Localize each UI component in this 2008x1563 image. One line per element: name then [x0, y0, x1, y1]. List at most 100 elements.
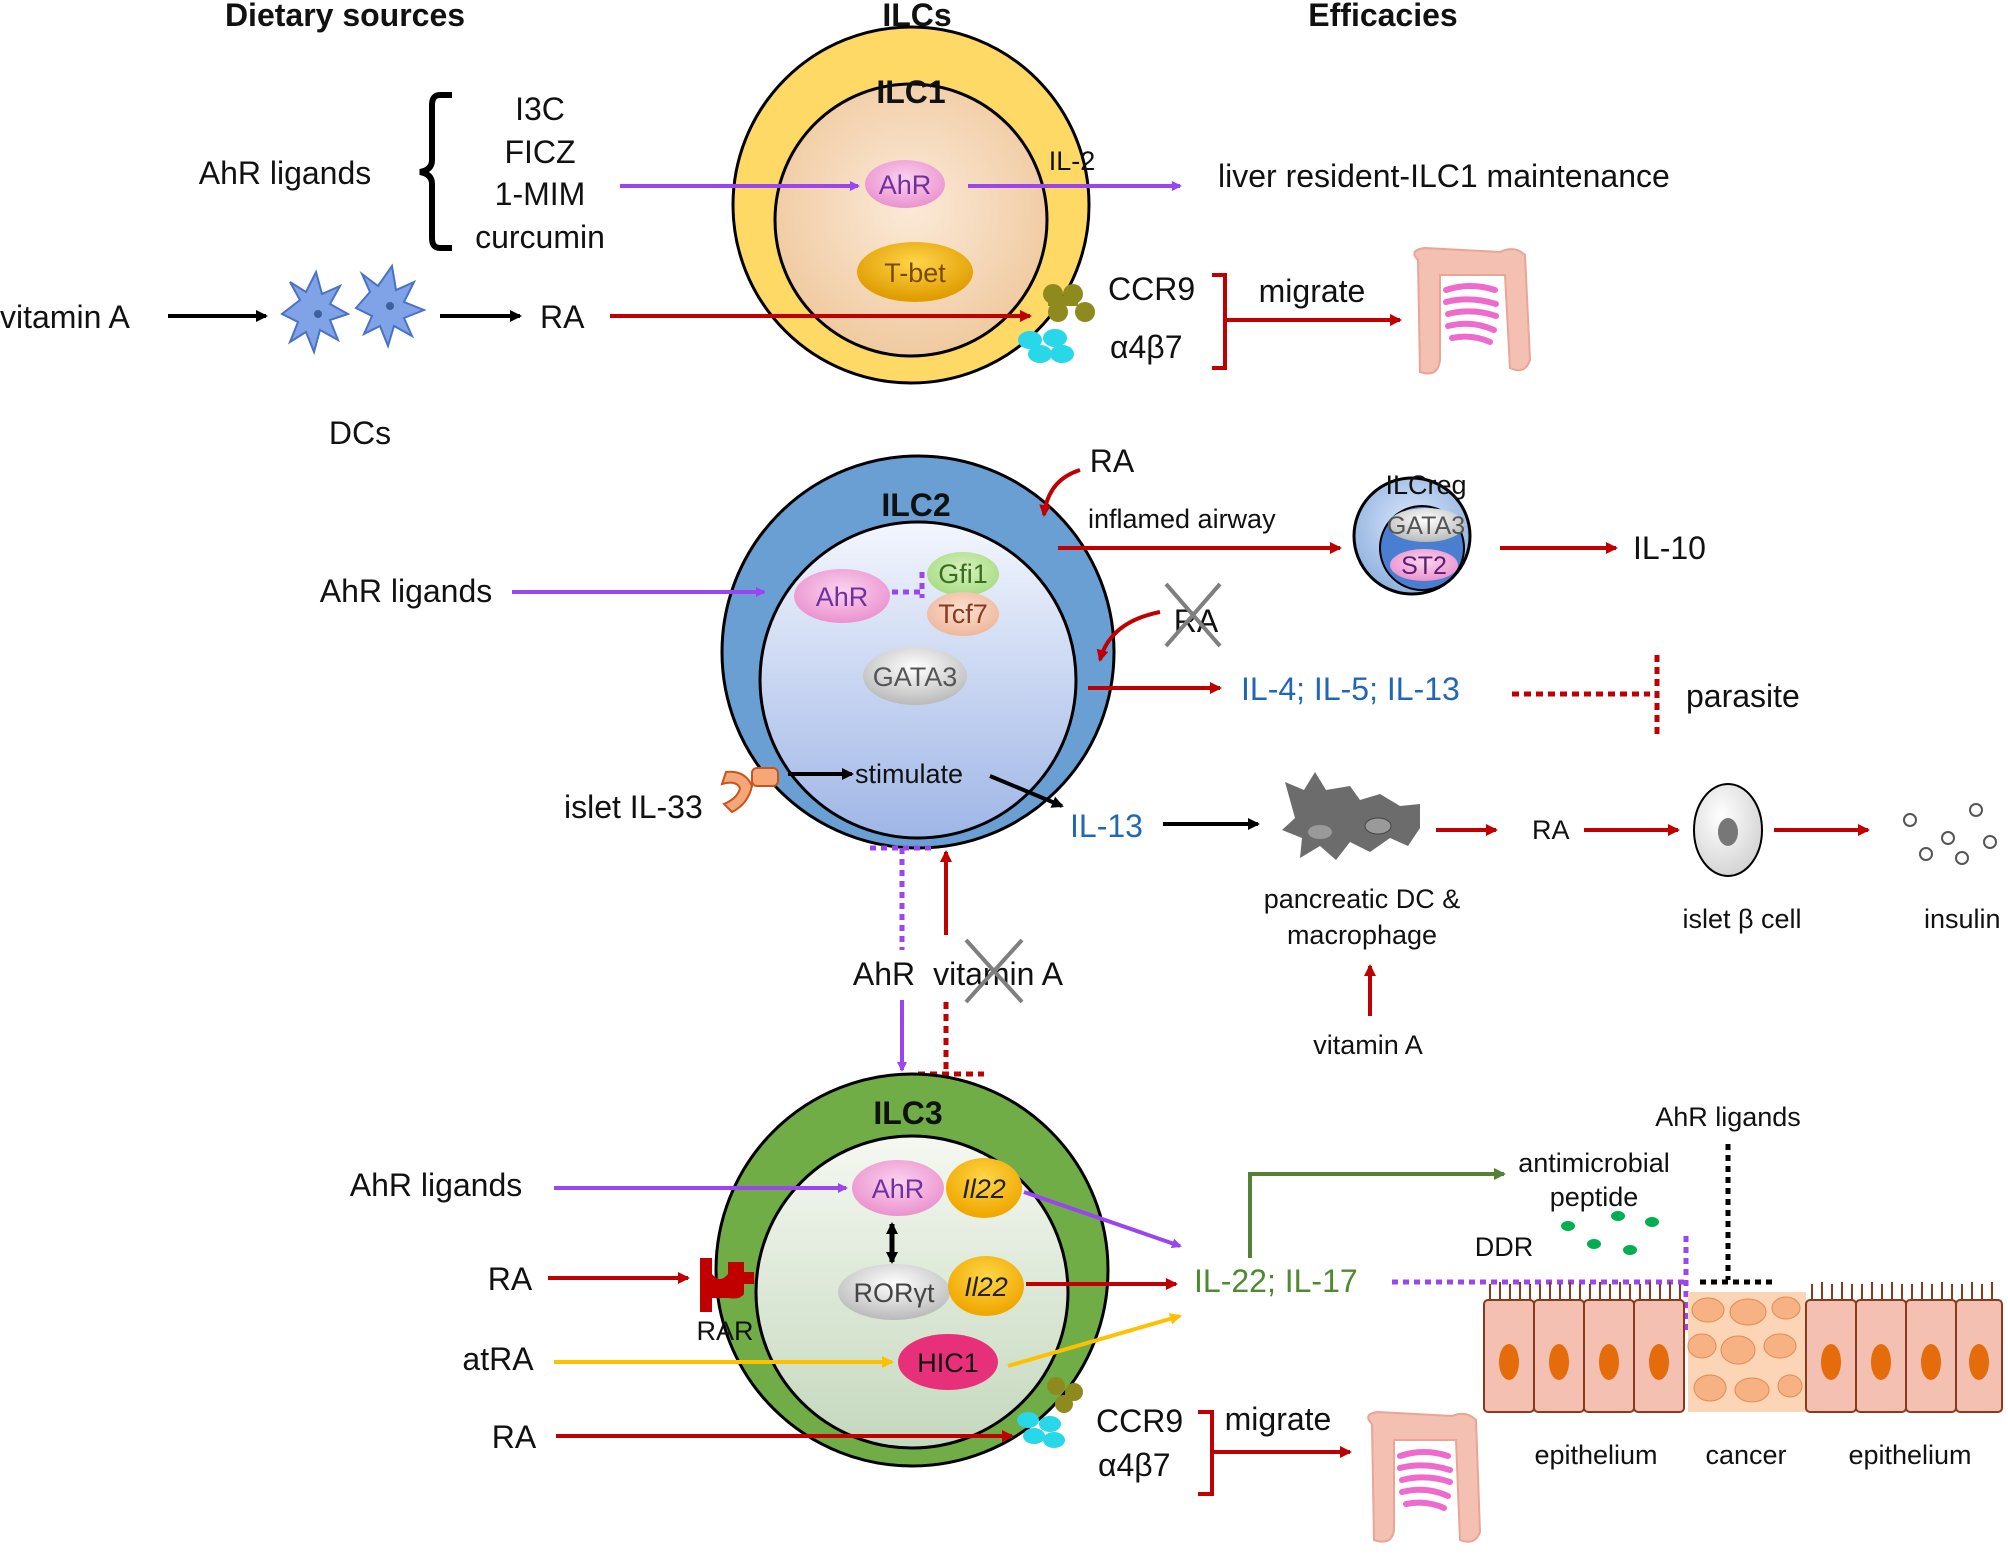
ilc3-intestine-icon	[1367, 1410, 1482, 1543]
ilc1-ligand-ficz: FICZ	[504, 134, 575, 170]
ilc3-migrate-label: migrate	[1225, 1401, 1332, 1437]
ilc3-bracket	[1198, 1410, 1350, 1496]
ilc2-vitamin-a-pancreas-label: vitamin A	[1313, 1030, 1423, 1060]
ilc3-ra-bottom-label: RA	[492, 1419, 537, 1455]
ilc3-ahr-ligands-label: AhR ligands	[350, 1167, 523, 1203]
ilc1-ccr9-receptor-icon	[1043, 284, 1095, 322]
ilc3-peptide-label: peptide	[1550, 1182, 1639, 1212]
ilc3-il22-top-arrow	[1023, 1190, 1182, 1249]
ilc2-title: ILC2	[881, 487, 950, 523]
ilc1-ligand-1mim: 1-MIM	[495, 176, 586, 212]
ilc2-ra-pancreas-label: RA	[1532, 815, 1570, 845]
ilc2-ra-top-arrow	[1039, 468, 1081, 517]
ilc1-dcs-label: DCs	[329, 415, 391, 451]
ilc1-vitamin-a: vitamin A	[0, 299, 130, 335]
ilc2-tcf7-node	[927, 592, 999, 636]
ilc2-ahr-link-label: AhR	[853, 956, 915, 992]
ilc3-rar-label: RAR	[696, 1316, 753, 1346]
ilc2-ahr-ligands-label: AhR ligands	[320, 573, 493, 609]
epithelium-left-label: epithelium	[1534, 1440, 1657, 1470]
ilc2-il10-label: IL-10	[1633, 530, 1706, 566]
ilc1-bracket	[1212, 273, 1400, 370]
ilc2-macrophage-label: macrophage	[1287, 920, 1437, 950]
ilc3-hic1-label: HIC1	[917, 1348, 979, 1378]
ilc1-a4b7-integrin-icon	[1018, 329, 1074, 363]
ilc2-gata3-node	[863, 647, 967, 705]
ilc1-ahr-label: AhR	[879, 170, 932, 200]
ilc1-title: ILC1	[876, 74, 945, 110]
ilc2-cell: ILC2 AhR Gfi1 Tcf7 GATA3	[720, 454, 1116, 850]
ilcreg-gata3-node	[1388, 508, 1464, 542]
il33-receptor-icon	[720, 767, 779, 814]
ilc3-ccr9-receptor-icon	[1047, 1377, 1083, 1413]
ilc2-gfi1-label: Gfi1	[938, 559, 988, 589]
ilcreg-st2-label: ST2	[1401, 552, 1447, 580]
ilc1-intestine-icon	[1413, 246, 1532, 375]
ilc1-ligand-brace	[419, 92, 452, 251]
ilc1-ligand-curcumin: curcumin	[475, 219, 605, 255]
ilc3-ahr-node	[852, 1160, 944, 1216]
islet-beta-cell-icon	[1693, 783, 1763, 877]
ilc2-parasite-label: parasite	[1686, 678, 1800, 714]
epithelium-right-icon	[1805, 1282, 2003, 1413]
header-dietary-sources: Dietary sources	[225, 0, 465, 33]
ilc2-il13-arrow	[989, 774, 1064, 808]
ilc2-tcf7-label: Tcf7	[938, 599, 988, 629]
ilc1-inner-nucleus	[773, 82, 1049, 358]
ilc3-atra-label: atRA	[462, 1341, 534, 1377]
ilc1-ccr9-label: CCR9	[1108, 271, 1195, 307]
antimicrobial-peptide-dots-icon	[1561, 1211, 1659, 1255]
ilc1-ahr-node	[865, 160, 945, 208]
ilc1-ra-label: RA	[540, 299, 585, 335]
ilc2-islet-beta-label: islet β cell	[1682, 904, 1801, 934]
ilc1-il2-label: IL-2	[1049, 146, 1096, 176]
ilc1-cell: ILC1 AhR T-bet	[731, 25, 1091, 385]
ilc1-migrate-label: migrate	[1259, 273, 1366, 309]
ilc2-ra-crossed-arrow	[1096, 610, 1161, 662]
ilc2-stimulate-label: stimulate	[855, 759, 963, 789]
ilc2-ra-cross-icon	[1164, 582, 1222, 648]
ilc3-cell: ILC3 AhR Il22 RORγt Il22 HIC1	[714, 1072, 1110, 1468]
header-efficacies: Efficacies	[1308, 0, 1457, 33]
ilc2-pancreatic-dc-label: pancreatic DC &	[1264, 884, 1461, 914]
ilc2-ahr-node	[794, 569, 890, 623]
ilc2-islet-il33: islet IL-33	[564, 789, 703, 825]
ilcreg-label: ILCreg	[1385, 470, 1466, 500]
ilc3-il22-top-label: Il22	[962, 1174, 1006, 1204]
ilc1-liver-outcome: liver resident-ILC1 maintenance	[1218, 158, 1670, 194]
ilc1-ahr-ligands-label: AhR ligands	[199, 155, 372, 191]
ilc3-il22-il17-label: IL-22; IL-17	[1194, 1263, 1358, 1299]
rar-receptor-icon	[700, 1258, 754, 1312]
ilcreg-gata3-label: GATA3	[1387, 512, 1465, 540]
ilc1-tbet-label: T-bet	[884, 258, 946, 288]
ilc3-antimicrobial-label: antimicrobial	[1518, 1148, 1670, 1178]
ilc2-ra-top-label: RA	[1090, 443, 1135, 479]
ilc2-insulin-label: insulin	[1924, 904, 2001, 934]
ilc3-ra-label: RA	[488, 1261, 533, 1297]
insulin-granules-icon	[1903, 803, 1997, 865]
ilc3-a4b7-label: α4β7	[1098, 1447, 1171, 1483]
epithelium-left-icon	[1483, 1282, 1685, 1413]
ilc3-ddr-label: DDR	[1475, 1232, 1534, 1262]
ilc3-rorgt-node	[838, 1264, 950, 1320]
ilc2-il13-label: IL-13	[1070, 808, 1143, 844]
ilc1-ligand-i3c: I3C	[515, 91, 565, 127]
ilcreg-cell: ILCreg GATA3 ST2	[1352, 470, 1472, 596]
ilc1-tbet-node	[857, 242, 973, 302]
cancer-tissue-icon	[1687, 1292, 1806, 1412]
ilc3-title: ILC3	[873, 1095, 942, 1131]
ilc3-antimicrobial-arrow	[1248, 1168, 1506, 1258]
ilc3-il22-mid-label: Il22	[964, 1272, 1008, 1302]
ilc1-a4b7-label: α4β7	[1110, 329, 1183, 365]
ilc2-inflamed-airway: inflamed airway	[1088, 504, 1276, 534]
ilc3-ccr9-label: CCR9	[1096, 1403, 1183, 1439]
ilc3-ahr-label: AhR	[872, 1174, 925, 1204]
ilc2-cytokines-label: IL-4; IL-5; IL-13	[1241, 671, 1460, 707]
ilc3-hic1-node	[898, 1334, 998, 1390]
ilc3-hic1-arrow	[1007, 1313, 1182, 1368]
pancreatic-dc-icon	[1282, 772, 1420, 860]
ilc2-vitamin-a-cross-icon	[964, 938, 1024, 1004]
ilc3-a4b7-integrin-icon	[1017, 1412, 1065, 1448]
dendritic-cells-icon	[280, 263, 427, 356]
